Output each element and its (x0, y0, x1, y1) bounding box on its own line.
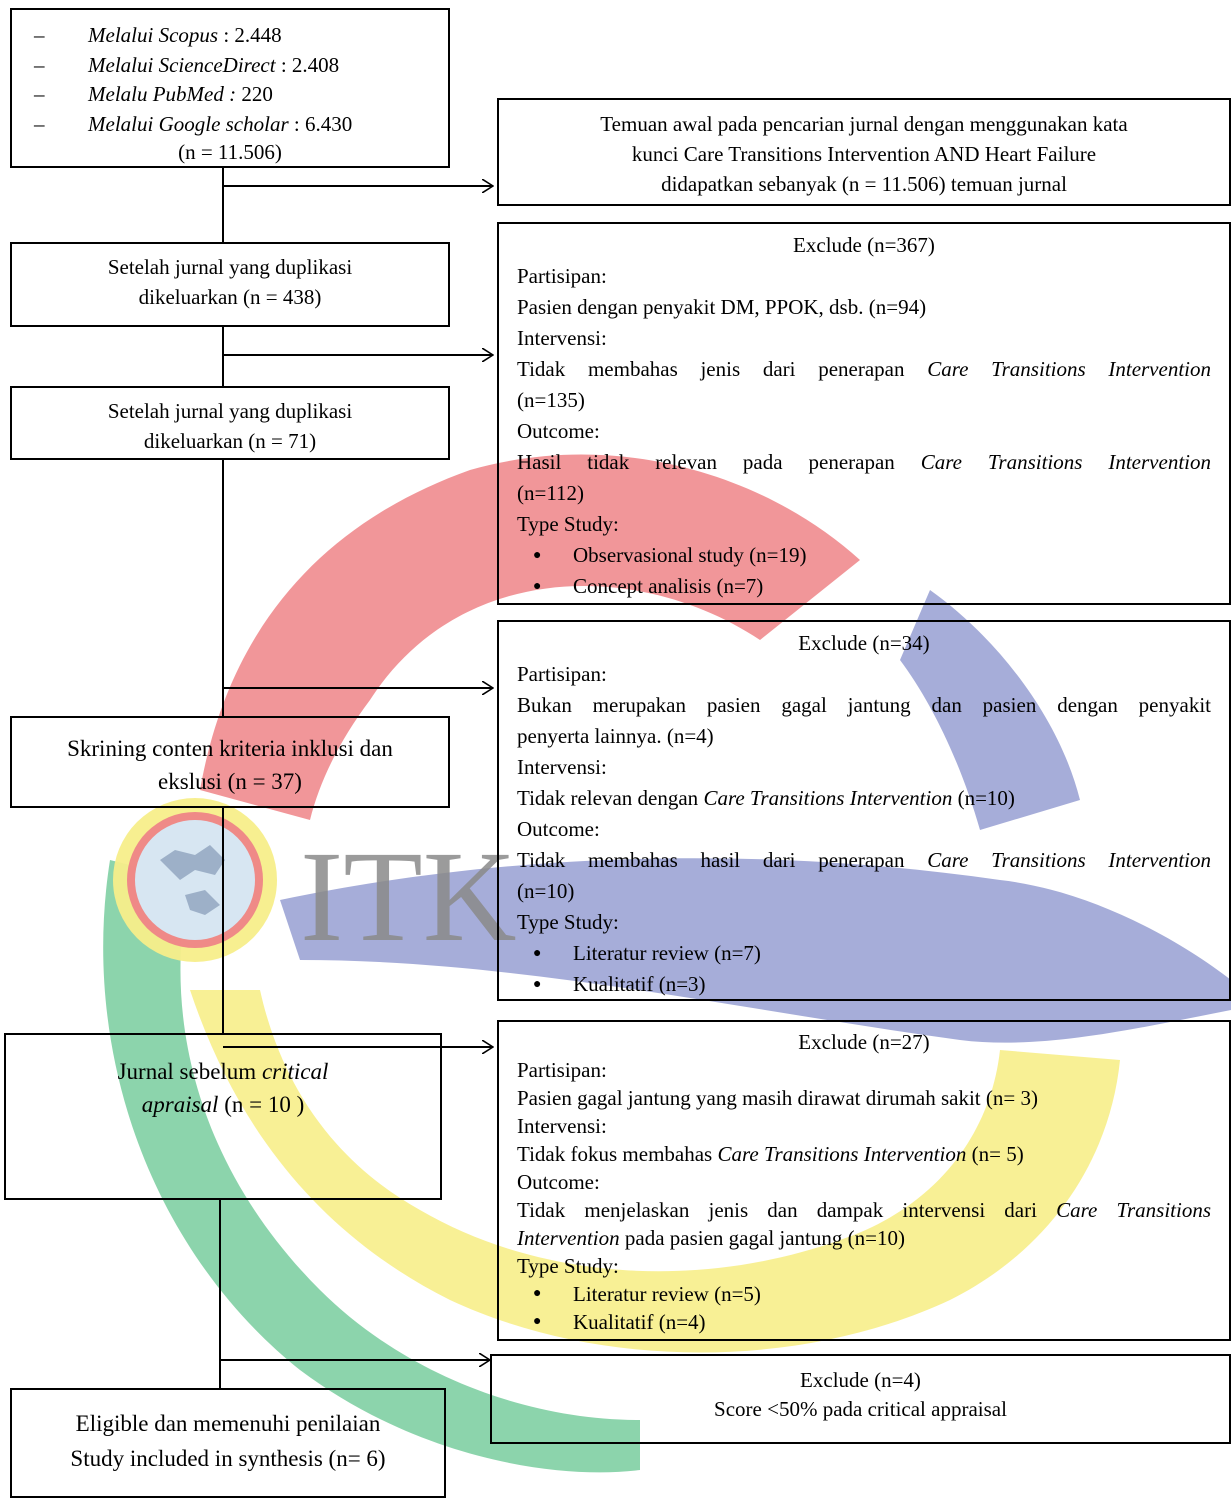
dedup-71-line-1: Setelah jurnal yang duplikasi (107, 399, 353, 423)
exclude-1-type-label: Type Study: (517, 512, 619, 536)
eligible-line-1: Eligible dan memenuhi penilaian (75, 1411, 381, 1436)
screening-line-1: Skrining conten kriteria inklusi dan (67, 736, 393, 761)
screening-line-2: ekslusi (n = 37) (158, 769, 302, 794)
exclude-2-participants-line-1: Bukan merupakan pasien gagal jantung dan… (517, 693, 1211, 717)
exclude-2-participants-label: Partisipan: (517, 662, 607, 686)
initial-line-2: kunci Care Transitions Intervention AND … (631, 142, 1097, 166)
exclude-3-type-item: Literatur review (n=5) (517, 1280, 1211, 1308)
source-item-google-scholar: Melalui Google scholar : 6.430 (12, 110, 448, 140)
critical-appraisal-box: Jurnal sebelum critical apraisal (n = 10… (4, 1033, 442, 1200)
critical-line-2: apraisal (n = 10 ) (141, 1092, 305, 1117)
initial-line-3: didapatkan sebanyak (n = 11.506) temuan … (661, 172, 1067, 196)
exclude-2-outcome-text: Tidak membahas hasil dari penerapan Care… (517, 848, 1211, 872)
exclude-1-type-item: Observasional study (n=19) (517, 540, 1211, 571)
dedup-71-line-2: dikeluarkan (n = 71) (143, 429, 317, 453)
initial-findings-box: Temuan awal pada pencarian jurnal dengan… (497, 98, 1231, 206)
eligible-line-2: Study included in synthesis (n= 6) (70, 1446, 386, 1471)
exclude-2-participants-line-2: penyerta lainnya. (n=4) (517, 724, 714, 748)
exclude-box-27: Exclude (n=27) Partisipan: Pasien gagal … (497, 1020, 1231, 1341)
source-item-pubmed: Melalu PubMed : 220 (12, 80, 448, 110)
exclude-1-intervention-label: Intervensi: (517, 326, 607, 350)
exclude-2-type-item: Literatur review (n=7) (517, 938, 1211, 969)
exclude-2-type-label: Type Study: (517, 910, 619, 934)
exclude-2-outcome-count: (n=10) (517, 879, 575, 903)
exclude-3-intervention-label: Intervensi: (517, 1114, 607, 1138)
exclude-3-type-label: Type Study: (517, 1254, 619, 1278)
exclude-2-intervention-label: Intervensi: (517, 755, 607, 779)
exclude-box-367: Exclude (n=367) Partisipan: Pasien denga… (497, 222, 1231, 605)
exclude-3-type-item: Kualitatif (n=4) (517, 1308, 1211, 1336)
dedup-box-438: Setelah jurnal yang duplikasi dikeluarka… (10, 242, 450, 327)
exclude-2-title: Exclude (n=34) (798, 631, 930, 655)
sources-box: Melalui Scopus : 2.448 Melalui ScienceDi… (10, 8, 450, 168)
exclude-1-intervention-count: (n=135) (517, 388, 585, 412)
source-item-sciencedirect: Melalui ScienceDirect : 2.408 (12, 51, 448, 81)
exclude-box-34: Exclude (n=34) Partisipan: Bukan merupak… (497, 620, 1231, 1001)
dedup-box-71: Setelah jurnal yang duplikasi dikeluarka… (10, 386, 450, 460)
exclude-1-title: Exclude (n=367) (793, 233, 935, 257)
sources-list: Melalui Scopus : 2.448 Melalui ScienceDi… (12, 21, 448, 139)
exclude-2-type-item: Kualitatif (n=3) (517, 969, 1211, 1000)
exclude-box-4: Exclude (n=4) Score <50% pada critical a… (490, 1354, 1231, 1444)
source-item-scopus: Melalui Scopus : 2.448 (12, 21, 448, 51)
exclude-4-reason: Score <50% pada critical appraisal (714, 1397, 1007, 1421)
exclude-3-participants-text: Pasien gagal jantung yang masih dirawat … (517, 1086, 1038, 1110)
watermark-yellow-arc (190, 990, 1120, 1353)
dedup-438-line-1: Setelah jurnal yang duplikasi (107, 255, 353, 279)
exclude-3-intervention-text: Tidak fokus membahas Care Transitions In… (517, 1142, 1024, 1166)
exclude-1-type-item: Concept analisis (n=7) (517, 571, 1211, 602)
exclude-3-outcome-line-1: Tidak menjelaskan jenis dan dampak inter… (517, 1198, 1211, 1222)
exclude-1-participants-text: Pasien dengan penyakit DM, PPOK, dsb. (n… (517, 295, 927, 319)
exclude-1-outcome-label: Outcome: (517, 419, 600, 443)
exclude-3-title: Exclude (n=27) (798, 1030, 930, 1054)
dedup-438-line-2: dikeluarkan (n = 438) (138, 285, 322, 309)
exclude-3-outcome-line-2: Intervention pada pasien gagal jantung (… (517, 1226, 905, 1250)
exclude-2-outcome-label: Outcome: (517, 817, 600, 841)
exclude-3-outcome-label: Outcome: (517, 1170, 600, 1194)
critical-line-1: Jurnal sebelum critical (117, 1059, 329, 1084)
exclude-3-participants-label: Partisipan: (517, 1058, 607, 1082)
watermark-globe (113, 798, 277, 962)
eligible-box: Eligible dan memenuhi penilaian Study in… (10, 1388, 446, 1498)
exclude-1-outcome-count: (n=112) (517, 481, 585, 505)
exclude-1-intervention-text: Tidak membahas jenis dari penerapan Care… (517, 357, 1211, 381)
exclude-1-participants-label: Partisipan: (517, 264, 607, 288)
screening-box: Skrining conten kriteria inklusi dan eks… (10, 716, 450, 808)
exclude-1-outcome-text: Hasil tidak relevan pada penerapan Care … (517, 450, 1211, 474)
sources-total: (n = 11.506) (178, 140, 282, 164)
watermark-blue-upper (900, 590, 1080, 830)
exclude-4-title: Exclude (n=4) (800, 1368, 921, 1392)
exclude-2-intervention-text: Tidak relevan dengan Care Transitions In… (517, 786, 1015, 810)
initial-line-1: Temuan awal pada pencarian jurnal dengan… (600, 112, 1128, 136)
watermark-text: ITK (300, 825, 517, 969)
